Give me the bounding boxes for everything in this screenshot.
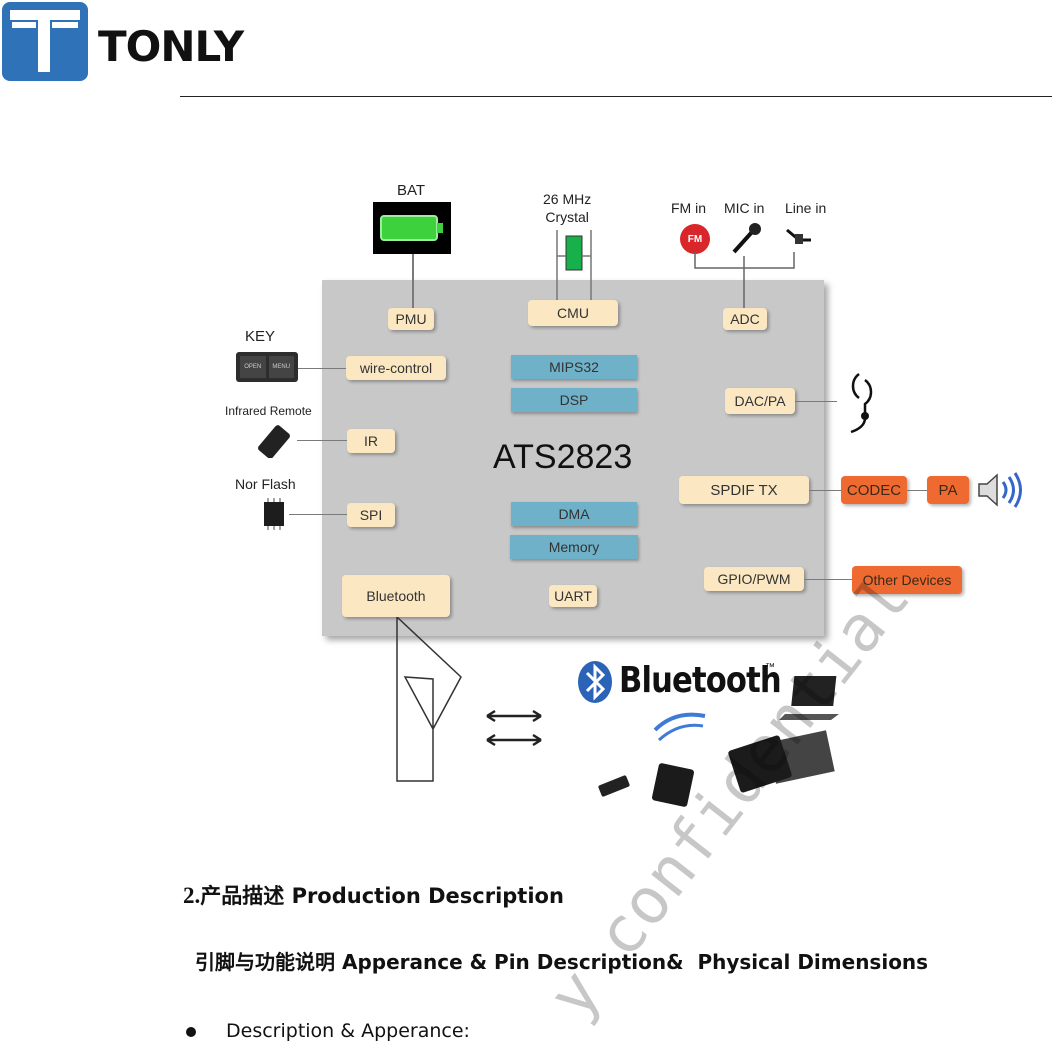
trademark-mark: ™	[765, 662, 775, 673]
tonly-logo	[2, 2, 88, 81]
dsp-block: DSP	[511, 388, 637, 412]
line-in-plug-icon	[786, 228, 811, 244]
codec-block: CODEC	[841, 476, 907, 504]
dac-pa-block: DAC/PA	[725, 388, 795, 414]
uart-block: UART	[549, 585, 597, 607]
gpio-pwm-block: GPIO/PWM	[704, 567, 804, 591]
pa-block: PA	[927, 476, 969, 504]
section-number: 2.	[183, 883, 201, 908]
section-title-en: Production Description	[291, 884, 564, 908]
nor-flash-label: Nor Flash	[235, 476, 296, 492]
bluetooth-logo-text: Bluetooth	[619, 660, 782, 701]
adc-block: ADC	[723, 308, 767, 330]
brand-name: TONLY	[98, 22, 244, 71]
crystal-icon	[556, 230, 592, 302]
mic-in-label: MIC in	[724, 200, 765, 216]
bat-label: BAT	[397, 182, 426, 199]
dma-block: DMA	[511, 502, 637, 526]
data-exchange-arrows	[486, 709, 542, 747]
devices-illustration	[598, 676, 839, 807]
line-in-label: Line in	[785, 200, 827, 216]
wire-control-block: wire-control	[346, 356, 446, 380]
battery-icon	[373, 202, 451, 254]
fm-in-label: FM in	[671, 200, 706, 216]
antenna-icon	[396, 617, 462, 782]
spi-block: SPI	[347, 503, 395, 527]
section-heading: 2.产品描述 Production Description	[183, 880, 564, 910]
bluetooth-icon	[578, 661, 612, 703]
ir-block: IR	[347, 429, 395, 453]
key-open-button: OPEN	[240, 356, 266, 378]
key-icon: OPEN MENU	[236, 352, 298, 382]
bluetooth-block: Bluetooth	[342, 575, 450, 617]
bullet-text: Description & Apperance:	[226, 1020, 470, 1042]
key-label: KEY	[245, 328, 276, 345]
adc-input-wires	[694, 252, 795, 310]
header-divider	[180, 96, 1052, 97]
remote-icon	[258, 425, 290, 458]
section-title-cn: 产品描述	[200, 884, 285, 908]
bullet-dot	[186, 1026, 196, 1037]
other-devices-block: Other Devices	[852, 566, 962, 594]
spdif-tx-block: SPDIF TX	[679, 476, 809, 504]
infrared-label: Infrared Remote	[225, 404, 312, 418]
chip-title: ATS2823	[493, 438, 633, 476]
memory-block: Memory	[510, 535, 638, 559]
subsection-heading: 引脚与功能说明 Apperance & Pin Description& Phy…	[195, 946, 928, 975]
subsection-title-en: Apperance & Pin Description& Physical Di…	[341, 950, 929, 974]
key-menu-button: MENU	[268, 356, 294, 378]
speaker-icon	[978, 472, 1022, 508]
mips32-block: MIPS32	[511, 355, 637, 379]
microphone-icon	[732, 223, 761, 254]
pmu-block: PMU	[388, 308, 434, 330]
cmu-block: CMU	[528, 300, 618, 326]
flash-chip-icon	[264, 498, 284, 530]
subsection-title-cn: 引脚与功能说明	[195, 950, 335, 974]
bullet-item: Description & Apperance:	[186, 1020, 470, 1042]
earphone-icon	[850, 373, 873, 434]
fm-icon: FM	[680, 224, 710, 254]
